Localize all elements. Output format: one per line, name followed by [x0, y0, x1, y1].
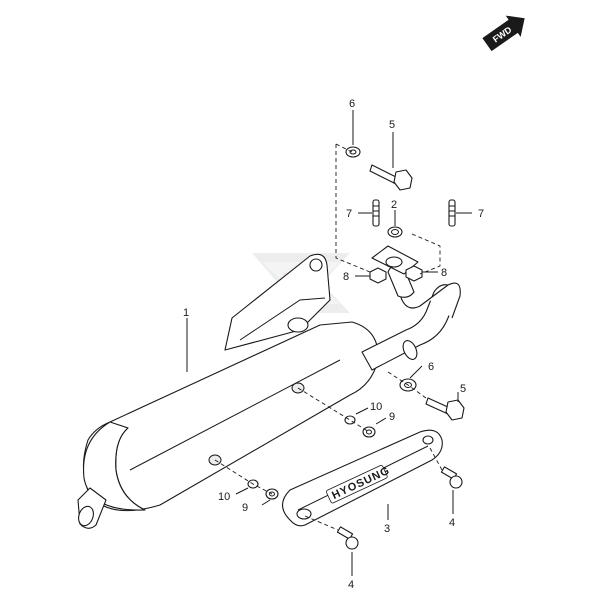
exhaust-flange: [371, 245, 419, 275]
heat-shield: HYOSUNG: [281, 429, 443, 527]
callout-1: 1: [183, 307, 189, 319]
callout-3: 3: [384, 523, 390, 535]
callout-4: 4: [449, 517, 455, 529]
callout-5: 5: [460, 383, 466, 395]
screw: [336, 526, 359, 550]
washer: [344, 415, 356, 425]
nut: [369, 267, 387, 284]
nut: [405, 265, 423, 282]
exhaust-pipe: [361, 265, 461, 371]
callout-9: 9: [242, 502, 248, 514]
bolt: [369, 164, 413, 191]
callout-6: 6: [428, 361, 434, 373]
callout-8: 8: [343, 271, 349, 283]
washer: [362, 426, 376, 438]
fwd-arrow-icon: FWD: [482, 15, 525, 52]
callout-numbers: 1 2 3 4 4 5 5 6 6 7 7 8 8 9 9 10 10: [183, 98, 484, 591]
screw: [440, 466, 463, 489]
callout-8: 8: [441, 267, 447, 279]
callout-5: 5: [389, 119, 395, 131]
callout-4: 4: [348, 579, 354, 591]
gasket: [387, 226, 403, 238]
stud-bolt: [448, 199, 456, 227]
muffler: [77, 253, 379, 529]
callout-10: 10: [218, 491, 230, 503]
callout-10: 10: [370, 401, 382, 413]
callout-7: 7: [478, 208, 484, 220]
washer: [345, 146, 361, 158]
callout-6: 6: [349, 98, 355, 110]
assembly-lines: [214, 143, 443, 531]
callout-2: 2: [391, 199, 397, 211]
callout-7: 7: [346, 208, 352, 220]
callout-leaders: [186, 110, 472, 576]
callout-9: 9: [389, 411, 395, 423]
stud-bolt: [372, 199, 380, 227]
